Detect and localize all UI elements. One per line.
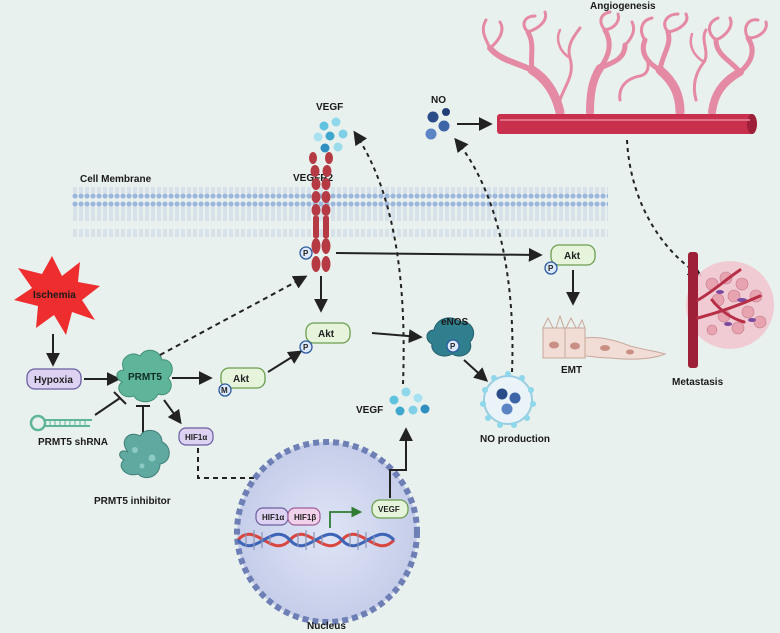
enos-protein bbox=[426, 317, 475, 357]
emt-cells bbox=[542, 314, 667, 360]
ischemia-burst bbox=[14, 256, 100, 335]
arrow-akt-m-to-akt bbox=[267, 350, 303, 373]
transcription-start-arrow bbox=[329, 506, 363, 528]
svg-text:P: P bbox=[548, 264, 554, 273]
no-production-cell bbox=[480, 371, 536, 428]
arrow-akt-to-enos bbox=[371, 329, 423, 344]
akt-center-node: Akt bbox=[305, 322, 351, 344]
akt-right-node: Akt bbox=[550, 244, 596, 266]
prmt5-inhibitor-protein bbox=[119, 429, 170, 479]
cell-membrane-label: Cell Membrane bbox=[80, 174, 152, 185]
arrow-vegf-to-vegf-top bbox=[353, 130, 405, 385]
hypoxia-node: Hypoxia bbox=[26, 368, 82, 390]
prmt5-label: PRMT5 bbox=[128, 372, 162, 383]
svg-text:M: M bbox=[221, 386, 228, 395]
arrow-enos-to-no bbox=[463, 359, 489, 382]
svg-text:HIF1α: HIF1α bbox=[185, 433, 207, 442]
inhibition-shrna bbox=[94, 391, 127, 416]
prmt5-shrna-label: PRMT5 shRNA bbox=[38, 437, 108, 448]
metastasis-illustration bbox=[686, 252, 774, 368]
arrow-hif1a-to-nucleus bbox=[197, 448, 281, 501]
arrow-prmt5-to-vegfr2 bbox=[159, 275, 308, 356]
phospho-badge-akt: P bbox=[299, 340, 313, 354]
akt-methylated-node: Akt bbox=[220, 367, 266, 389]
svg-text:P: P bbox=[450, 342, 456, 351]
vegf-gene-node: VEGF bbox=[371, 499, 409, 519]
hif1b-dna-node: HIF1β bbox=[287, 507, 321, 526]
svg-text:Akt: Akt bbox=[564, 251, 581, 262]
prmt5-shrna-hairpin bbox=[29, 414, 92, 432]
hif1a-dna-node: HIF1α bbox=[255, 507, 289, 526]
svg-text:HIF1α: HIF1α bbox=[262, 513, 284, 522]
svg-text:Akt: Akt bbox=[233, 374, 250, 385]
vegf-label-mid: VEGF bbox=[356, 405, 383, 416]
inhibition-inhibitor bbox=[136, 405, 150, 433]
svg-text:VEGF: VEGF bbox=[378, 505, 400, 514]
angiogenesis-vessel-tree bbox=[481, 10, 768, 134]
blood-vessel bbox=[497, 114, 754, 134]
prmt5-inhibitor-label: PRMT5 inhibitor bbox=[94, 496, 171, 507]
vegf-molecules-mid bbox=[389, 387, 430, 416]
dna-helix bbox=[236, 530, 396, 550]
methyl-badge: M bbox=[218, 383, 232, 397]
hif1a-node: HIF1α bbox=[178, 427, 214, 446]
phospho-badge-akt-right: P bbox=[544, 261, 558, 275]
no-molecules-top bbox=[425, 108, 450, 140]
vegf-molecules-top bbox=[313, 117, 348, 153]
arrow-vegf-gene-to-vegf bbox=[389, 427, 413, 498]
phospho-badge-vegfr2: P bbox=[299, 246, 313, 260]
ischemia-label: Ischemia bbox=[33, 290, 76, 301]
enos-label: eNOS bbox=[441, 317, 469, 328]
vegfr2-label: VEGFR2 bbox=[293, 173, 333, 184]
svg-text:Akt: Akt bbox=[318, 329, 335, 340]
arrow-no-production-to-no bbox=[454, 137, 514, 373]
arrow-prmt5-to-hif1a bbox=[163, 399, 182, 425]
svg-text:P: P bbox=[303, 343, 309, 352]
vegfr2-receptor bbox=[309, 152, 333, 272]
no-production-label: NO production bbox=[480, 434, 550, 445]
nucleus bbox=[234, 439, 420, 625]
svg-text:Hypoxia: Hypoxia bbox=[34, 375, 73, 386]
angiogenesis-label: Angiogenesis bbox=[590, 1, 656, 12]
phospho-badge-enos: P bbox=[446, 339, 460, 353]
arrow-vegfr2-to-akt-right bbox=[335, 247, 543, 262]
svg-text:HIF1β: HIF1β bbox=[294, 513, 316, 522]
nucleus-label: Nucleus bbox=[307, 621, 346, 632]
no-label-top: NO bbox=[431, 95, 446, 106]
svg-text:P: P bbox=[303, 249, 309, 258]
vegf-label-top: VEGF bbox=[316, 102, 343, 113]
emt-label: EMT bbox=[561, 365, 582, 376]
prmt5-protein bbox=[116, 349, 173, 403]
cell-membrane bbox=[72, 187, 608, 237]
metastasis-label: Metastasis bbox=[672, 377, 724, 388]
